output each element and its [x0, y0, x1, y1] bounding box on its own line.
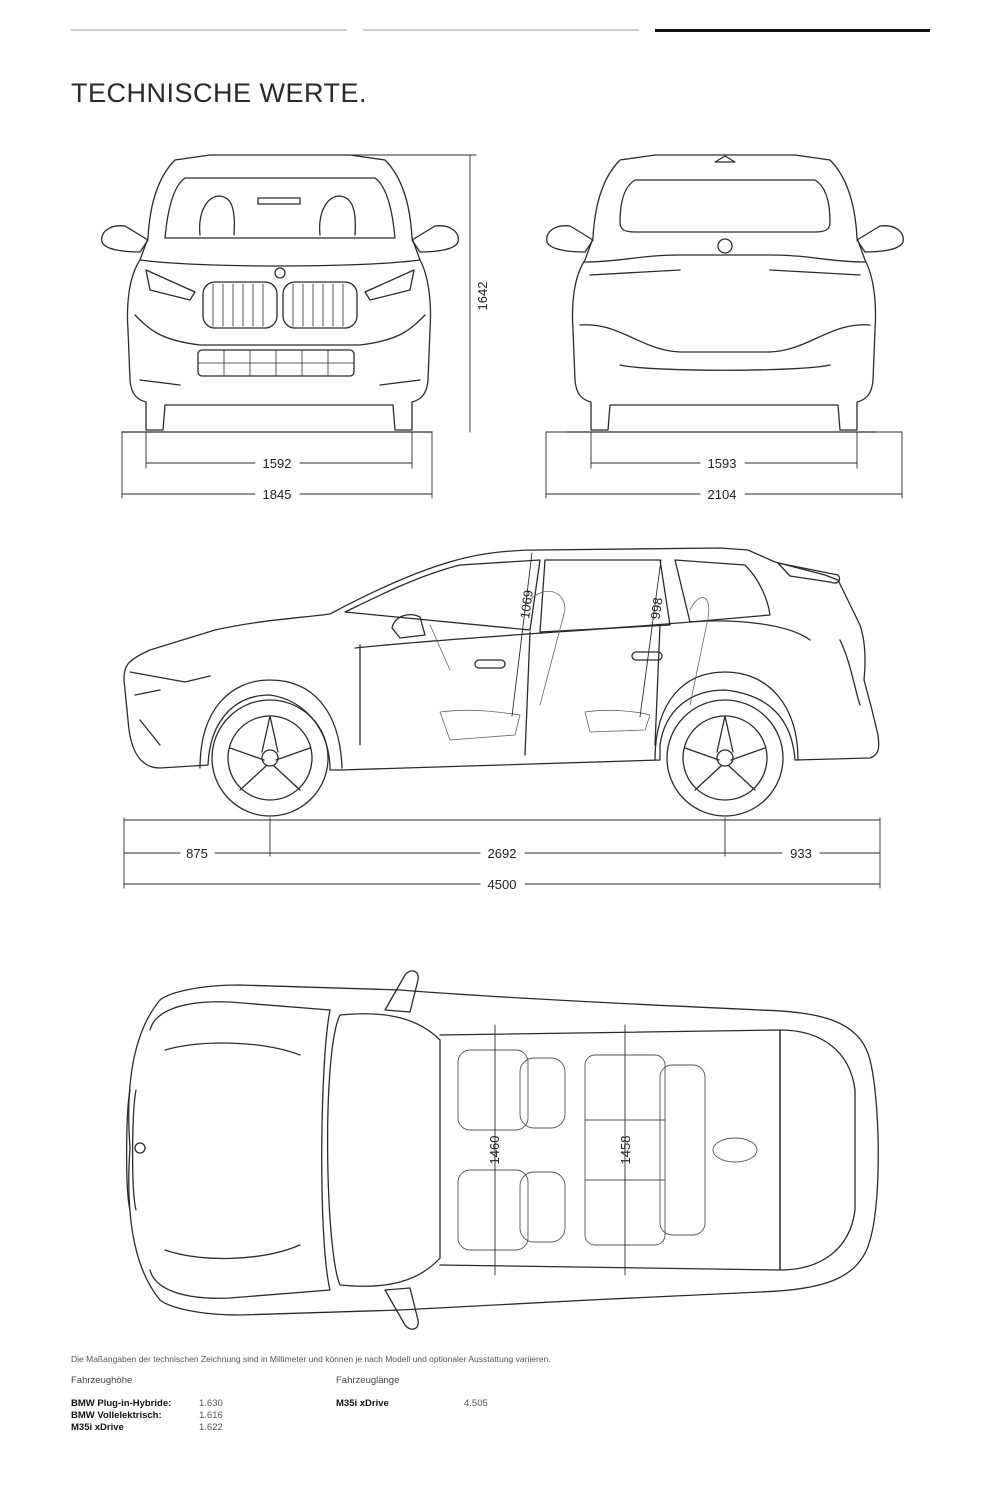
height-row: BMW Plug-in-Hybride: 1.630	[71, 1398, 223, 1409]
dim-rear-track: 1593	[708, 456, 737, 471]
top-view-drawing	[125, 970, 879, 1330]
height-row: BMW Vollelektrisch: 1.616	[71, 1410, 223, 1421]
dim-front-headroom: 1069	[517, 589, 536, 620]
dimension-lines	[121, 154, 903, 889]
height-row-value: 1.622	[199, 1422, 223, 1433]
dim-rear-headroom: 998	[648, 597, 666, 621]
length-row-label: M35i xDrive	[336, 1398, 389, 1409]
rear-view-drawing	[546, 154, 904, 433]
dim-rear-shoulder: 1458	[618, 1136, 633, 1165]
height-row: M35i xDrive 1.622	[71, 1422, 223, 1433]
dim-height: 1642	[475, 282, 490, 311]
tab-indicator-active[interactable]	[655, 29, 930, 32]
dim-width: 1845	[263, 487, 292, 502]
height-row-value: 1.616	[199, 1410, 223, 1421]
height-row-value: 1.630	[199, 1398, 223, 1409]
side-view-drawing	[123, 547, 880, 817]
height-row-label: BMW Plug-in-Hybride:	[71, 1398, 172, 1409]
front-view-drawing	[101, 154, 459, 433]
tab-indicator-2[interactable]	[363, 29, 639, 31]
dim-length: 4500	[488, 877, 517, 892]
page-title: TECHNISCHE WERTE.	[71, 78, 368, 109]
length-heading: Fahrzeuglänge	[336, 1375, 400, 1386]
dim-front-shoulder: 1460	[487, 1136, 502, 1165]
dim-front-overhang: 875	[186, 846, 208, 861]
length-row-value: 4.505	[464, 1398, 488, 1409]
height-row-label: M35i xDrive	[71, 1422, 124, 1433]
dim-front-track: 1592	[263, 456, 292, 471]
height-heading: Fahrzeughöhe	[71, 1375, 133, 1386]
footnote: Die Maßangaben der technischen Zeichnung…	[71, 1354, 551, 1364]
dim-rear-overhang: 933	[790, 846, 812, 861]
tab-indicator-1[interactable]	[71, 29, 347, 31]
dim-wheelbase: 2692	[488, 846, 517, 861]
height-row-label: BMW Vollelektrisch:	[71, 1410, 162, 1421]
length-row: M35i xDrive 4.505	[336, 1398, 488, 1409]
dim-width-mirrors: 2104	[708, 487, 737, 502]
